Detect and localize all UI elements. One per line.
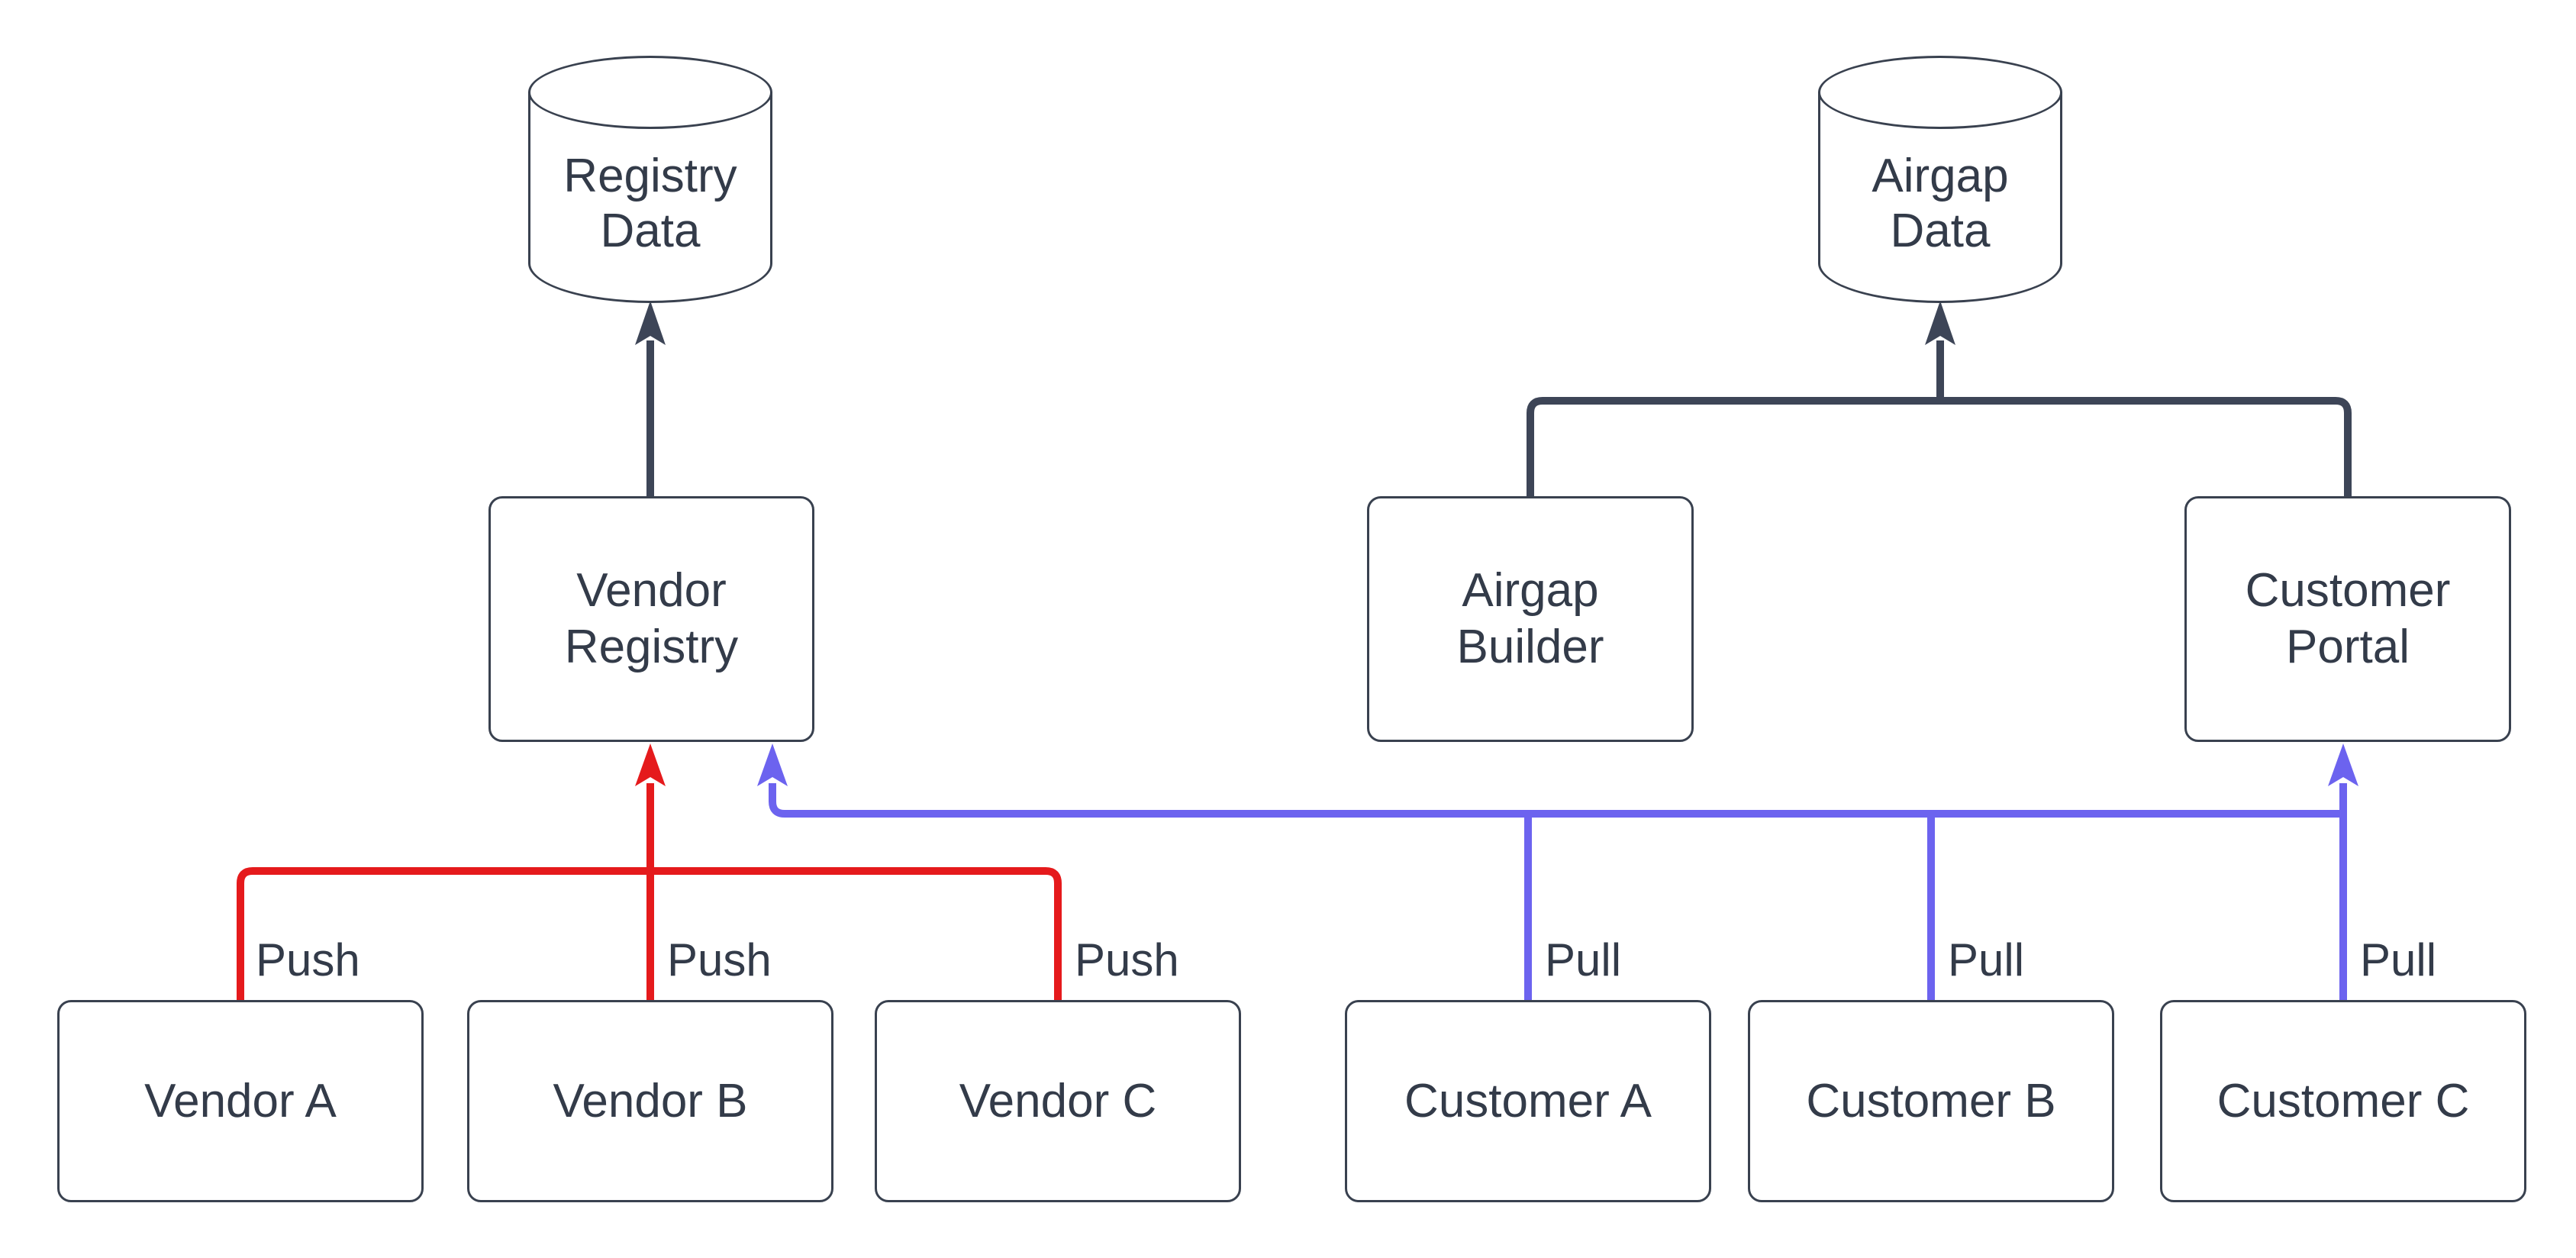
- node-label: Vendor A: [144, 1074, 337, 1127]
- edge-pull-bus-to-vendor-registry: [769, 783, 2343, 818]
- edge-label-push-vendor-a: Push: [256, 934, 360, 985]
- cylinder-top: [528, 56, 772, 129]
- node-customer-portal: Customer Portal: [2184, 496, 2511, 742]
- datastore-label-line: Data: [600, 205, 701, 257]
- arrowhead-vendor-registry-pull: [757, 744, 788, 786]
- edge-label-pull-customer-b: Pull: [1948, 934, 2025, 985]
- push-edges: [237, 744, 1062, 1000]
- arrowhead-customer-portal-pull: [2328, 744, 2358, 786]
- node-label-line: Airgap: [1462, 564, 1599, 617]
- flow-edges: [635, 301, 2352, 496]
- edge-label-pull-customer-c: Pull: [2360, 934, 2437, 985]
- node-vendor-a: Vendor A: [57, 1000, 424, 1202]
- node-vendor-b: Vendor B: [467, 1000, 833, 1202]
- datastore-airgap-data: Airgap Data: [1818, 56, 2062, 303]
- node-vendor-c: Vendor C: [875, 1000, 1241, 1202]
- pull-edges: [757, 744, 2358, 1000]
- edge-label-pull-customer-a: Pull: [1545, 934, 1622, 985]
- datastore-label-line: Registry: [563, 150, 737, 202]
- datastore-label: Registry Data: [528, 56, 772, 303]
- datastore-label-line: Airgap: [1872, 150, 2009, 202]
- node-label: Customer C: [2217, 1074, 2470, 1127]
- node-label: Customer B: [1806, 1074, 2056, 1127]
- edge-vendor-a-push: [237, 867, 650, 1000]
- edge-label-push-vendor-c: Push: [1075, 934, 1179, 985]
- node-customer-b: Customer B: [1748, 1000, 2114, 1202]
- node-label: Vendor C: [959, 1074, 1157, 1127]
- arrowhead-vendor-registry-push: [635, 744, 666, 786]
- cylinder-top: [1818, 56, 2062, 129]
- arrowhead-airgap-data: [1925, 301, 1955, 345]
- node-label: Vendor B: [553, 1074, 748, 1127]
- node-vendor-registry: Vendor Registry: [488, 496, 814, 742]
- node-label-line: Registry: [564, 621, 739, 673]
- datastore-registry-data: Registry Data: [528, 56, 772, 303]
- node-customer-c: Customer C: [2160, 1000, 2526, 1202]
- datastore-label-line: Data: [1890, 205, 1991, 257]
- edge-label-push-vendor-b: Push: [667, 934, 772, 985]
- node-label-line: Vendor: [576, 564, 727, 617]
- arrowhead-registry-data: [635, 301, 666, 345]
- node-label-line: Customer: [2245, 564, 2451, 617]
- datastore-label: Airgap Data: [1818, 56, 2062, 303]
- edge-airgap-builder-to-junction: [1527, 397, 1940, 496]
- node-label-line: Portal: [2286, 621, 2410, 673]
- node-customer-a: Customer A: [1345, 1000, 1711, 1202]
- node-airgap-builder: Airgap Builder: [1367, 496, 1694, 742]
- node-label-line: Builder: [1456, 621, 1604, 673]
- node-label: Customer A: [1404, 1074, 1652, 1127]
- edge-customer-portal-to-junction: [1940, 397, 2352, 496]
- edge-vendor-c-push: [650, 867, 1062, 1000]
